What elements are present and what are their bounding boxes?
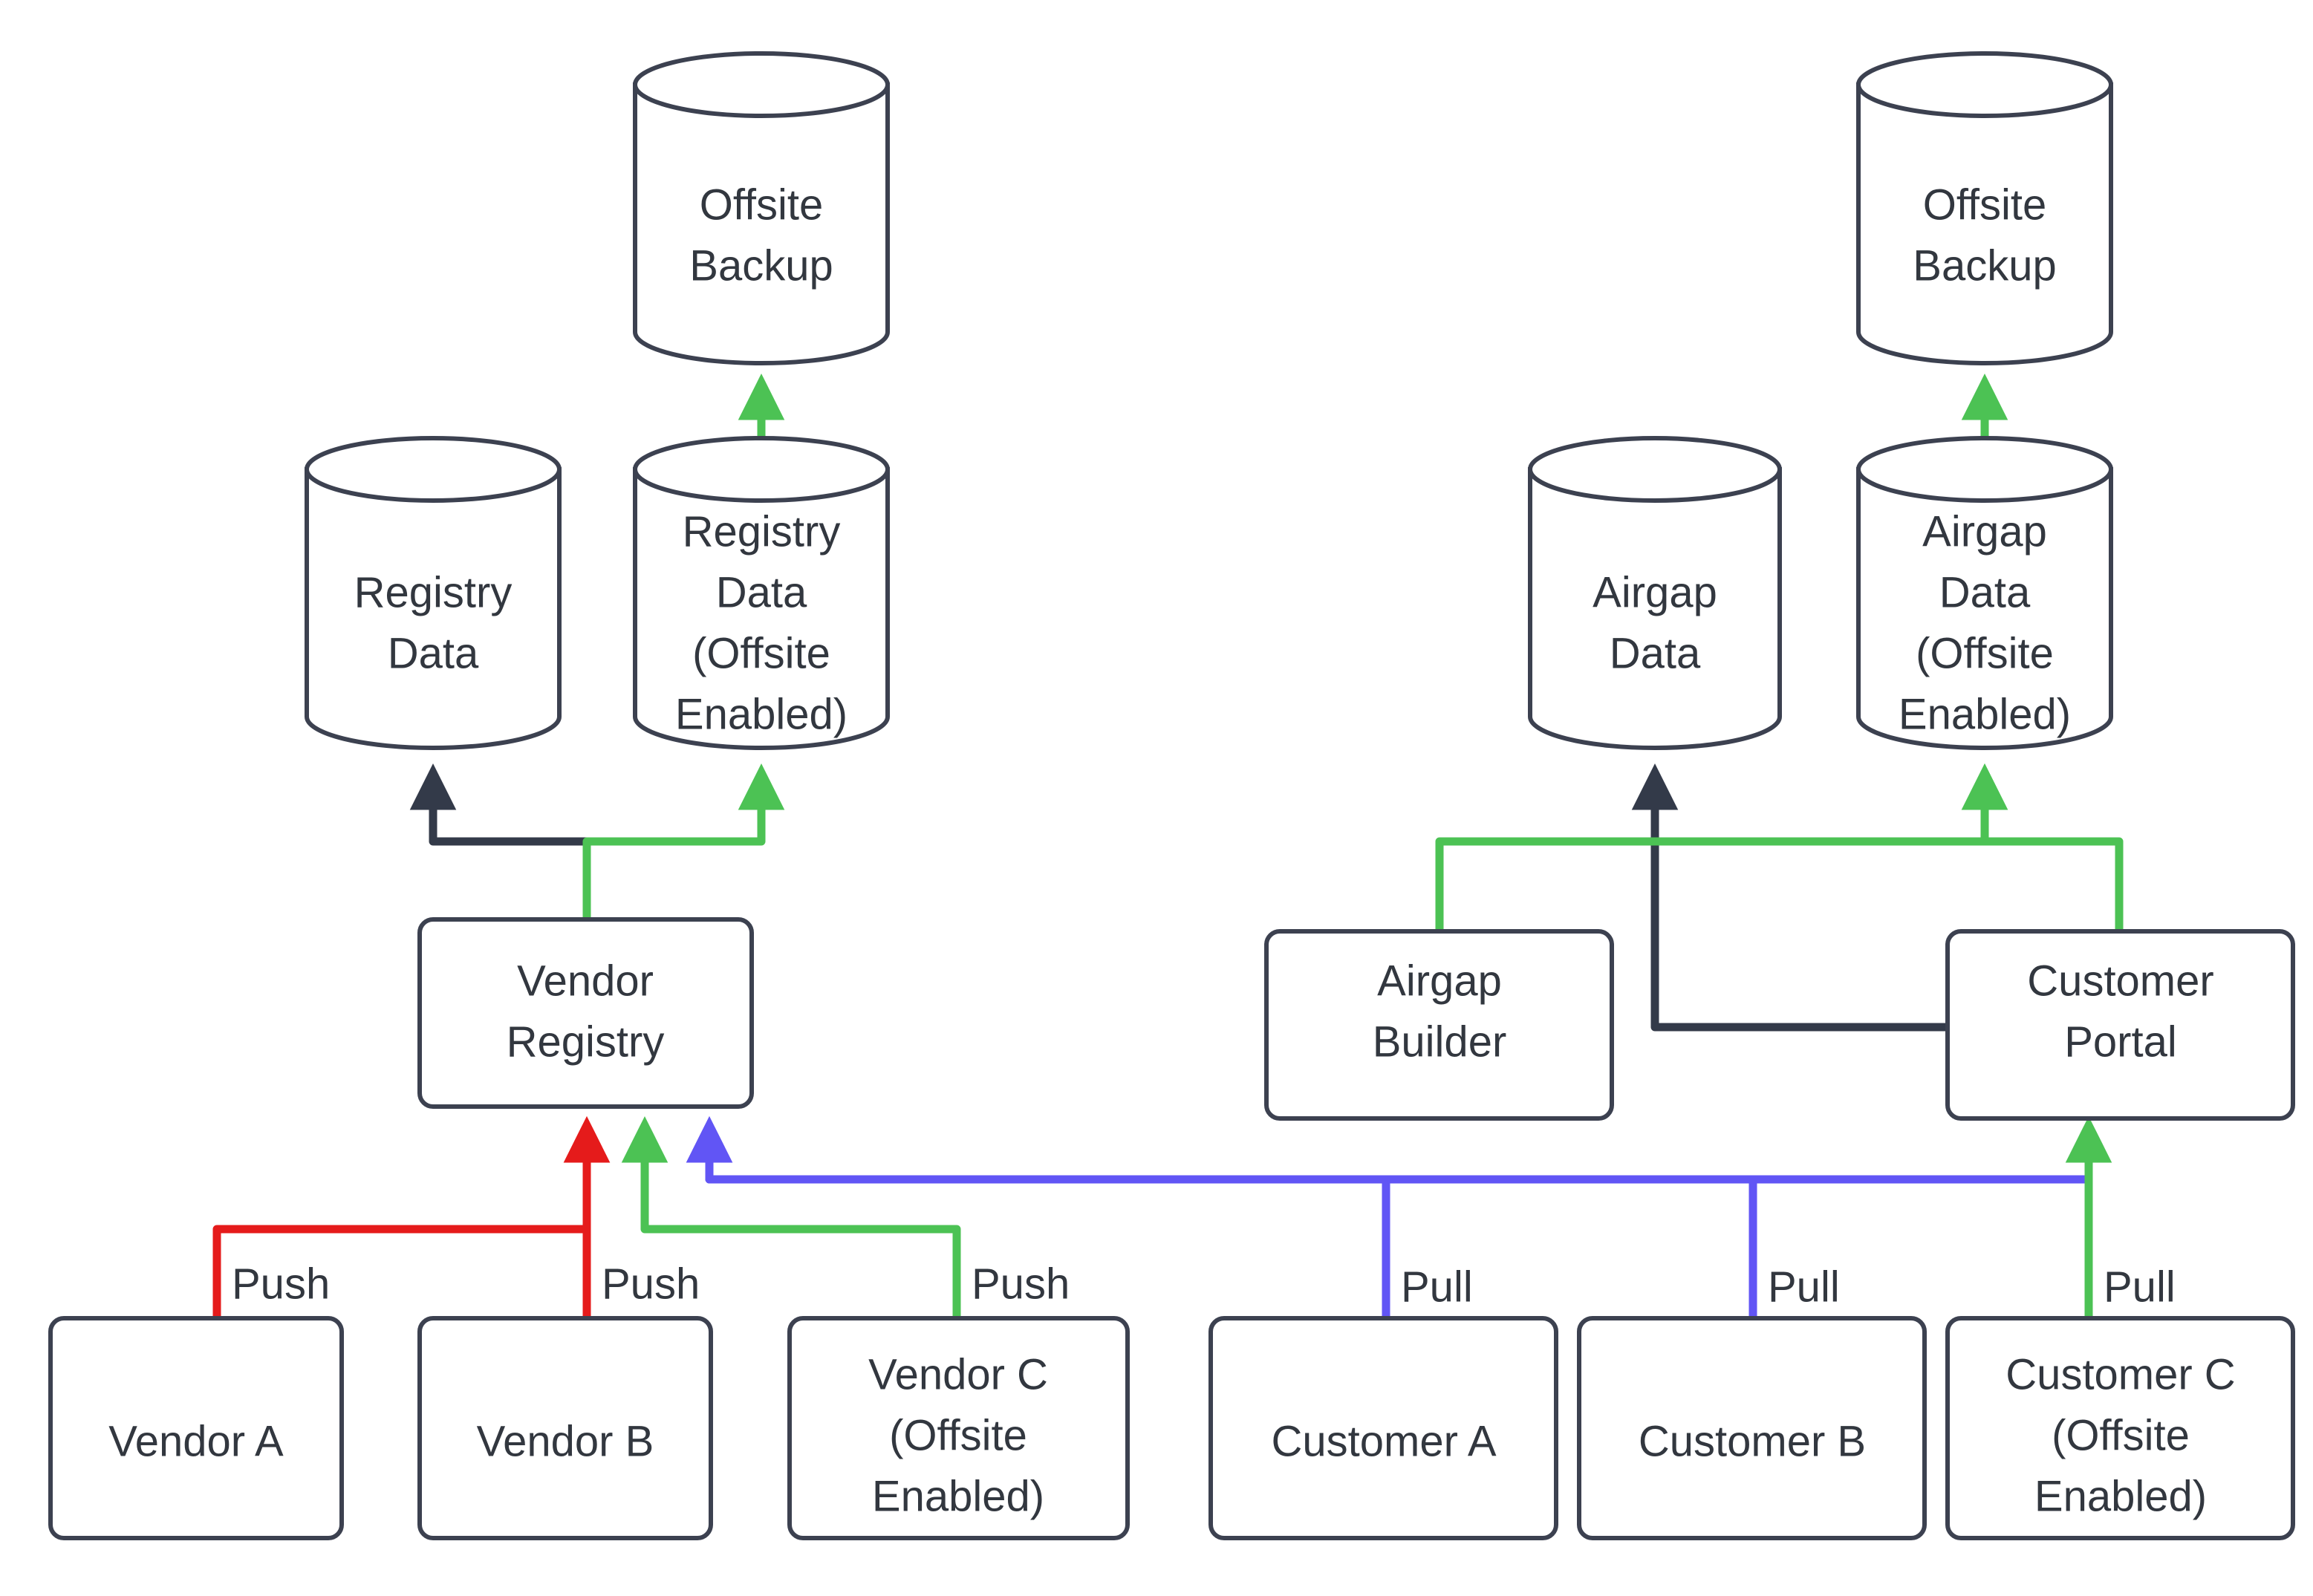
- node-label-line3: (Offsite: [1916, 629, 2054, 677]
- node-box: [48, 1316, 344, 1540]
- edge-customer-portal-to-airgap-data-offsite: [1961, 763, 2124, 929]
- node-vendor-c[interactable]: Vendor C (Offsite Enabled): [787, 1316, 1130, 1540]
- node-label-line2: Backup: [1913, 241, 2056, 290]
- edge-label-customer-b-pull: Pull: [1768, 1263, 1840, 1311]
- cylinder-top: [633, 436, 890, 503]
- node-label-line3: Enabled): [872, 1472, 1044, 1520]
- node-label-line2: Data: [1939, 568, 2031, 616]
- edge-label-customer-a-pull: Pull: [1401, 1263, 1473, 1311]
- node-label-line3: (Offsite: [692, 629, 830, 677]
- node-box: [1264, 929, 1614, 1121]
- cylinder-top: [305, 436, 562, 503]
- node-box: [1577, 1316, 1927, 1540]
- cylinder-top: [1528, 436, 1782, 503]
- node-label-line1: Registry: [354, 568, 513, 616]
- cylinder-top: [633, 51, 890, 118]
- node-box: [417, 917, 754, 1109]
- cylinder-body: [305, 467, 562, 750]
- node-label-line1: Customer B: [1639, 1417, 1866, 1465]
- node-box: [1945, 929, 2295, 1121]
- node-customer-b[interactable]: Customer B: [1577, 1316, 1927, 1540]
- node-label-line3: Enabled): [2034, 1472, 2207, 1520]
- edge-vendor-registry-to-registry-data: [409, 763, 591, 917]
- edge-vendor-c-push: [621, 1115, 961, 1317]
- node-offsite-backup-left[interactable]: Offsite Backup: [633, 51, 890, 365]
- node-registry-data-offsite[interactable]: Registry Data (Offsite Enabled): [633, 436, 890, 750]
- edge-customer-b-pull: [686, 1115, 1757, 1317]
- node-vendor-a[interactable]: Vendor A: [48, 1316, 344, 1540]
- cylinder-body: [633, 82, 890, 365]
- node-label-line1: Offsite: [700, 180, 824, 229]
- node-box: [1945, 1316, 2295, 1540]
- node-label-line1: Vendor C: [868, 1350, 1048, 1398]
- node-label-line1: Offsite: [1923, 180, 2047, 229]
- node-registry-data[interactable]: Registry Data: [305, 436, 562, 750]
- node-customer-c[interactable]: Customer C (Offsite Enabled): [1945, 1316, 2295, 1540]
- edge-vendor-registry-to-registry-data-offsite: [582, 763, 785, 917]
- node-label-line1: Customer C: [2005, 1350, 2235, 1398]
- node-label-line1: Vendor B: [477, 1417, 654, 1465]
- cylinder-top: [1856, 51, 2113, 118]
- cylinder-top: [1856, 436, 2113, 503]
- edges-layer: [212, 373, 2124, 1317]
- node-airgap-builder[interactable]: Airgap Builder: [1264, 929, 1614, 1121]
- cylinder-body: [1856, 467, 2113, 750]
- node-label-line1: Airgap: [1922, 507, 2047, 556]
- node-label-line1: Customer: [2027, 957, 2213, 1005]
- node-label-line1: Customer A: [1272, 1417, 1497, 1465]
- node-label-line2: Registry: [507, 1017, 665, 1066]
- edge-label-vendor-a-push: Push: [232, 1260, 330, 1308]
- node-label-line2: Builder: [1373, 1017, 1507, 1066]
- node-label-line1: Vendor: [517, 957, 654, 1005]
- edge-airgap-builder-to-airgap-data-offsite: [1435, 763, 2008, 929]
- cylinder-body: [1528, 467, 1782, 750]
- node-airgap-data[interactable]: Airgap Data: [1528, 436, 1782, 750]
- node-airgap-data-offsite[interactable]: Airgap Data (Offsite Enabled): [1856, 436, 2113, 750]
- edge-label-vendor-b-push: Push: [602, 1260, 700, 1308]
- edge-label-vendor-c-push: Push: [972, 1260, 1070, 1308]
- cylinder-body: [633, 467, 890, 750]
- node-box: [1208, 1316, 1558, 1540]
- node-label-line2: (Offsite: [889, 1411, 1027, 1459]
- node-box: [417, 1316, 713, 1540]
- node-box: [787, 1316, 1130, 1540]
- edge-customer-portal-to-airgap-data: [1631, 763, 1948, 1032]
- cylinder-body: [1856, 82, 2113, 365]
- node-offsite-backup-right[interactable]: Offsite Backup: [1856, 51, 2113, 365]
- node-label-line1: Vendor A: [108, 1417, 284, 1465]
- node-customer-portal[interactable]: Customer Portal: [1945, 929, 2295, 1121]
- edge-labels-layer: Push Push Push Pull Pull Pull: [232, 1260, 2176, 1311]
- node-label-line1: Airgap: [1593, 568, 1717, 616]
- node-label-line1: Airgap: [1377, 957, 1502, 1005]
- node-vendor-b[interactable]: Vendor B: [417, 1316, 713, 1540]
- node-label-line4: Enabled): [675, 690, 848, 738]
- node-label-line2: Data: [716, 568, 807, 616]
- node-customer-a[interactable]: Customer A: [1208, 1316, 1558, 1540]
- node-vendor-registry[interactable]: Vendor Registry: [417, 917, 754, 1109]
- node-label-line2: (Offsite: [2052, 1411, 2190, 1459]
- node-label-line2: Backup: [689, 241, 833, 290]
- node-label-line2: Portal: [2064, 1017, 2177, 1066]
- node-label-line4: Enabled): [1899, 690, 2071, 738]
- node-label-line1: Registry: [683, 507, 841, 556]
- edge-label-customer-c-pull: Pull: [2104, 1263, 2176, 1311]
- node-label-line2: Data: [1610, 629, 1701, 677]
- node-label-line2: Data: [388, 629, 479, 677]
